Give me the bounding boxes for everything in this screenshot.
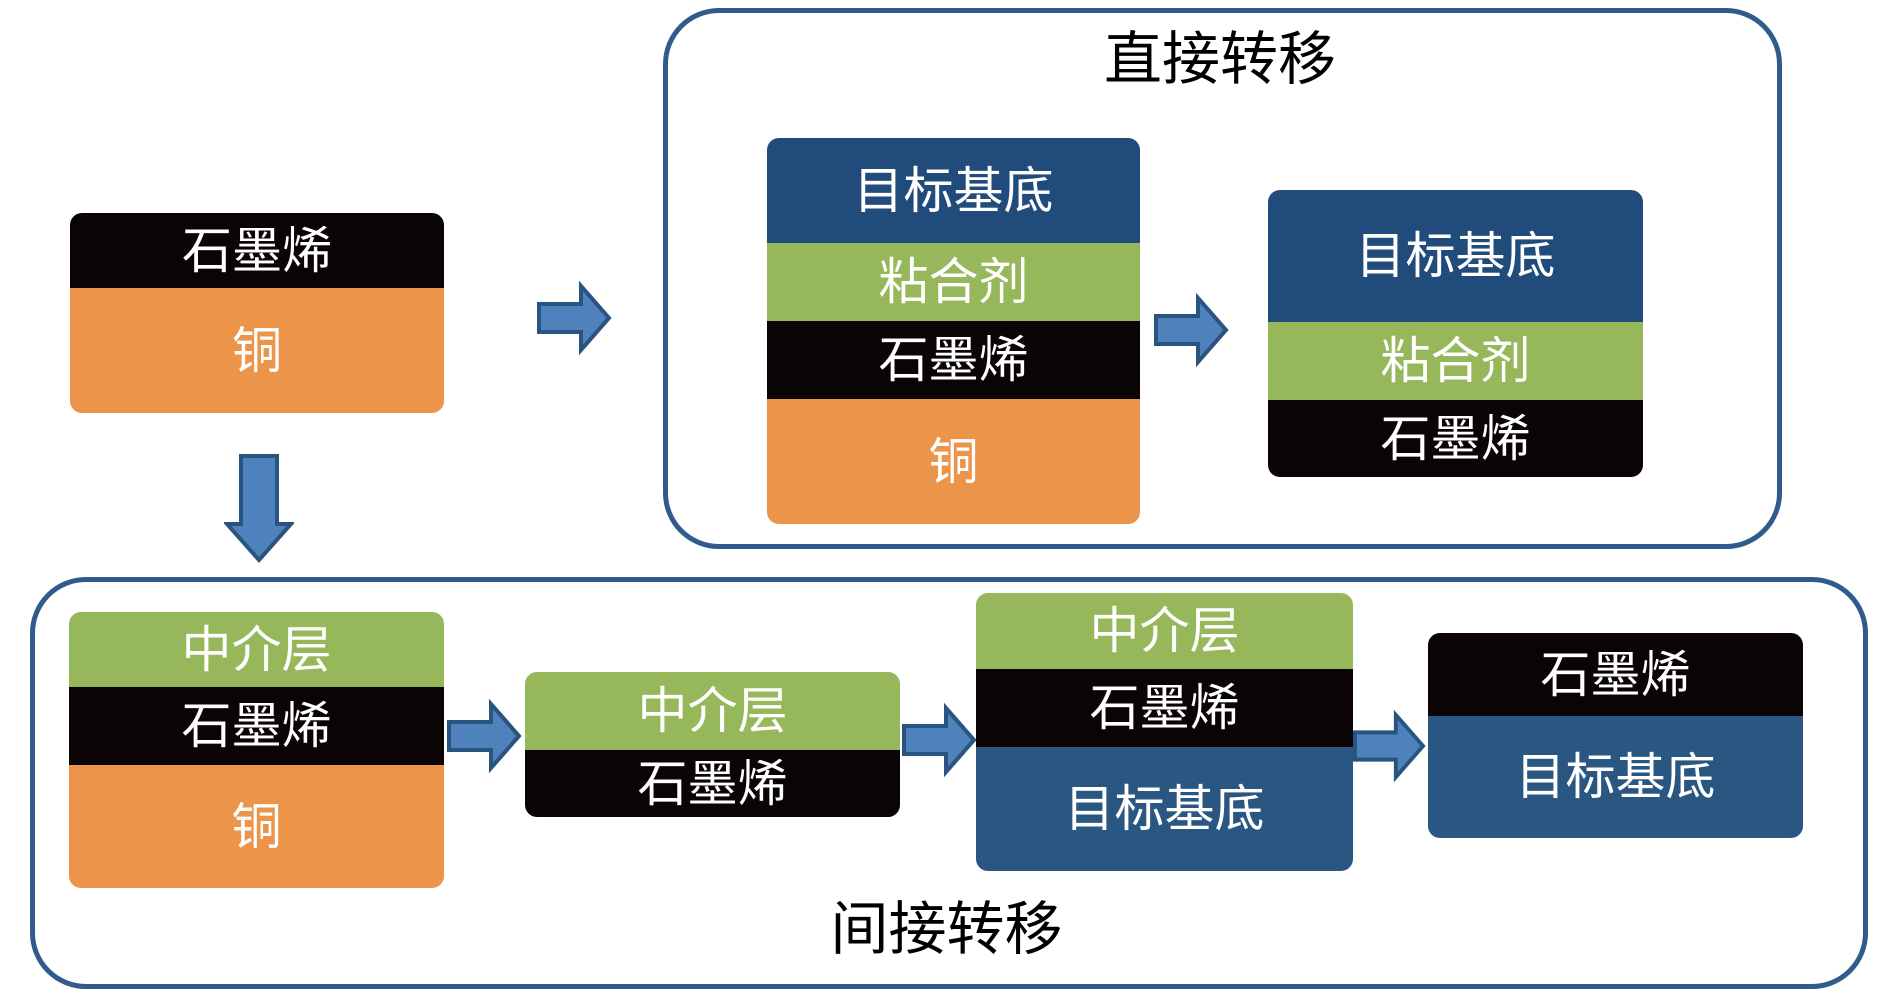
layer-graphene: 石墨烯 bbox=[1428, 633, 1803, 716]
stack-direct-after: 目标基底 粘合剂 石墨烯 bbox=[1268, 190, 1643, 477]
layer-graphene: 石墨烯 bbox=[70, 213, 444, 288]
arrow-right-icon bbox=[901, 703, 977, 777]
layer-target-substrate: 目标基底 bbox=[976, 747, 1353, 871]
arrow-right-icon bbox=[446, 699, 522, 773]
layer-target-substrate: 目标基底 bbox=[1428, 716, 1803, 838]
layer-graphene: 石墨烯 bbox=[525, 750, 900, 817]
direct-transfer-box bbox=[663, 8, 1782, 549]
layer-copper: 铜 bbox=[70, 288, 444, 413]
indirect-transfer-box bbox=[30, 577, 1868, 989]
arrow-right-icon bbox=[536, 281, 612, 355]
layer-graphene: 石墨烯 bbox=[767, 321, 1140, 399]
stack-indirect-3: 中介层 石墨烯 目标基底 bbox=[976, 593, 1353, 871]
stack-indirect-1: 中介层 石墨烯 铜 bbox=[69, 612, 444, 888]
layer-graphene: 石墨烯 bbox=[976, 669, 1353, 747]
stack-start: 石墨烯 铜 bbox=[70, 213, 444, 413]
layer-copper: 铜 bbox=[767, 399, 1140, 524]
layer-copper: 铜 bbox=[69, 765, 444, 888]
stack-indirect-4: 石墨烯 目标基底 bbox=[1428, 633, 1803, 838]
layer-graphene: 石墨烯 bbox=[1268, 400, 1643, 477]
arrow-right-icon bbox=[1153, 293, 1229, 367]
layer-interlayer: 中介层 bbox=[976, 593, 1353, 669]
layer-adhesive: 粘合剂 bbox=[767, 243, 1140, 321]
stack-direct-before: 目标基底 粘合剂 石墨烯 铜 bbox=[767, 138, 1140, 524]
layer-target-substrate: 目标基底 bbox=[767, 138, 1140, 243]
indirect-transfer-title: 间接转移 bbox=[830, 897, 1063, 962]
layer-interlayer: 中介层 bbox=[69, 612, 444, 687]
direct-transfer-title: 直接转移 bbox=[1103, 27, 1336, 92]
arrow-right-icon bbox=[1352, 710, 1426, 782]
layer-adhesive: 粘合剂 bbox=[1268, 322, 1643, 400]
stack-indirect-2: 中介层 石墨烯 bbox=[525, 672, 900, 817]
layer-graphene: 石墨烯 bbox=[69, 687, 444, 765]
layer-target-substrate: 目标基底 bbox=[1268, 190, 1643, 322]
arrow-down-icon bbox=[224, 453, 294, 563]
layer-interlayer: 中介层 bbox=[525, 672, 900, 750]
